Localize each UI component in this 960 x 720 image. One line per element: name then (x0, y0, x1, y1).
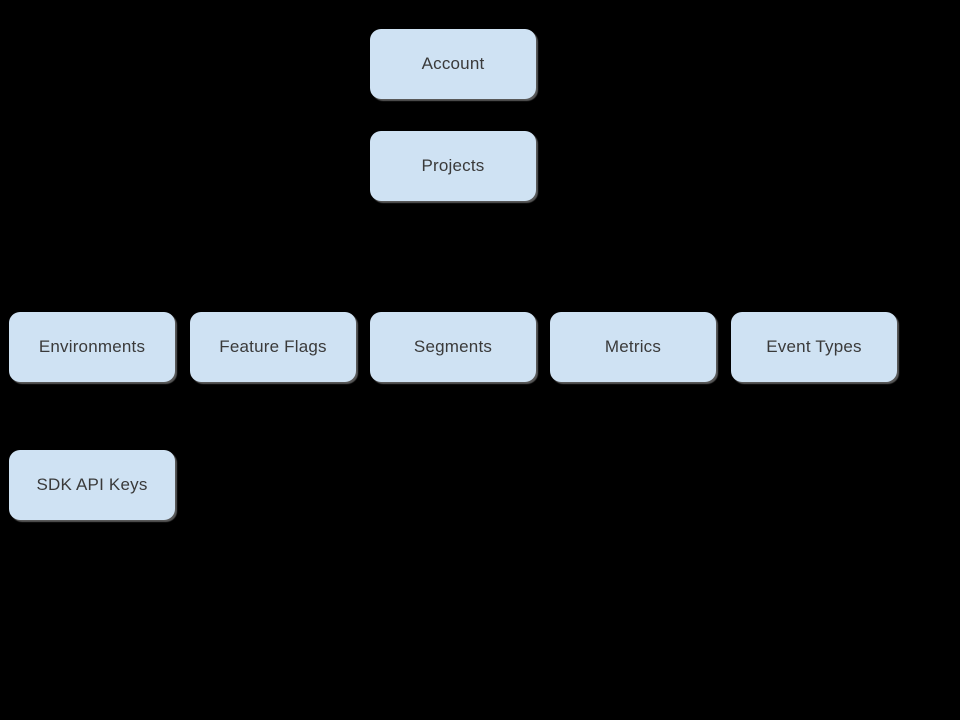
node-sdk-api-keys: SDK API Keys (9, 450, 175, 520)
node-account: Account (370, 29, 536, 99)
node-metrics: Metrics (550, 312, 716, 382)
node-metrics-label: Metrics (604, 337, 662, 356)
node-environments-label: Environments (38, 337, 146, 356)
node-feature-flags: Feature Flags (190, 312, 356, 382)
node-feature-flags-label: Feature Flags (219, 337, 327, 356)
node-event-types-label: Event Types (766, 337, 862, 356)
node-segments-label: Segments (413, 337, 493, 356)
node-account-label: Account (421, 54, 485, 73)
node-segments: Segments (370, 312, 536, 382)
node-projects: Projects (370, 131, 536, 201)
node-sdk-api-keys-label: SDK API Keys (36, 475, 148, 494)
node-event-types: Event Types (731, 312, 897, 382)
node-environments: Environments (9, 312, 175, 382)
node-projects-label: Projects (421, 156, 485, 175)
